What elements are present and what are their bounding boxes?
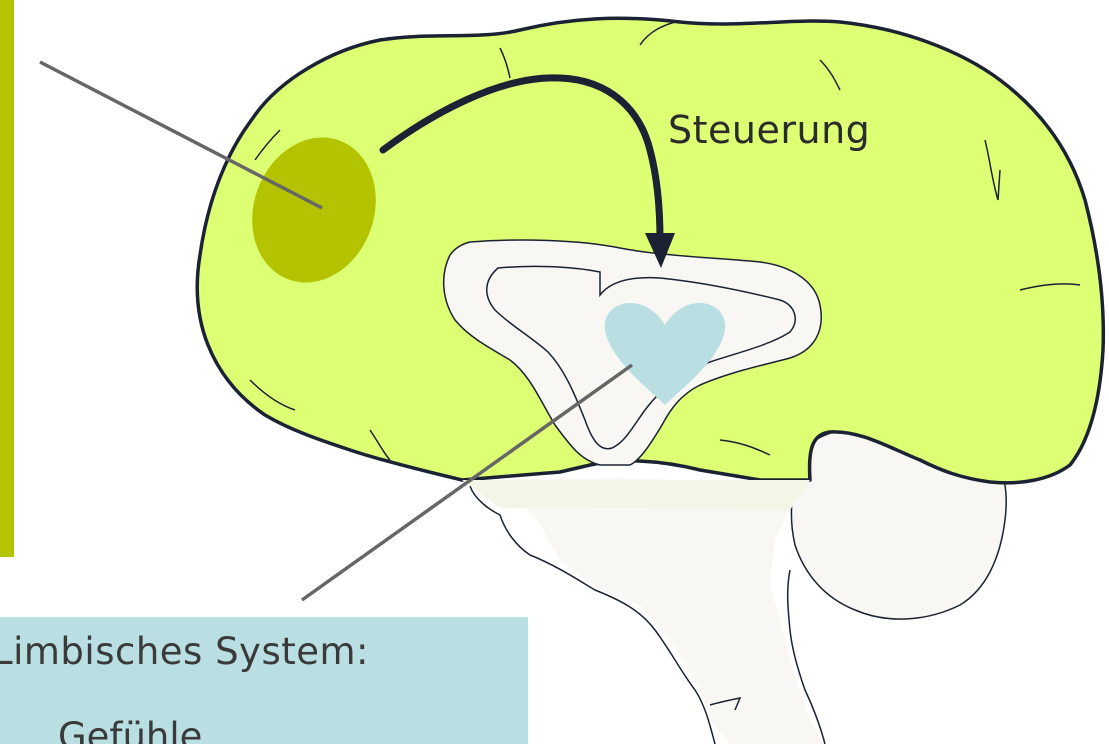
curved-arrow-icon	[379, 74, 664, 244]
accent-bar	[0, 0, 14, 557]
pointer-line-limbic	[300, 363, 634, 602]
brainstem-outline-right	[786, 569, 826, 744]
cortex	[195, 16, 1106, 485]
label-steuerung: Steuerung	[668, 108, 871, 152]
pointer-line-prefrontal	[39, 60, 323, 210]
midbrain-band	[462, 480, 810, 510]
limbic-title: Limbisches System:	[0, 630, 370, 673]
limbic-label-box	[0, 617, 528, 744]
brainstem-outline	[469, 485, 716, 744]
arrow-head-icon	[645, 233, 675, 268]
heart-icon	[604, 302, 726, 405]
prefrontal-area	[252, 137, 376, 283]
brainstem-region	[462, 478, 825, 744]
limbic-subtitle: Gefühle	[58, 715, 203, 744]
